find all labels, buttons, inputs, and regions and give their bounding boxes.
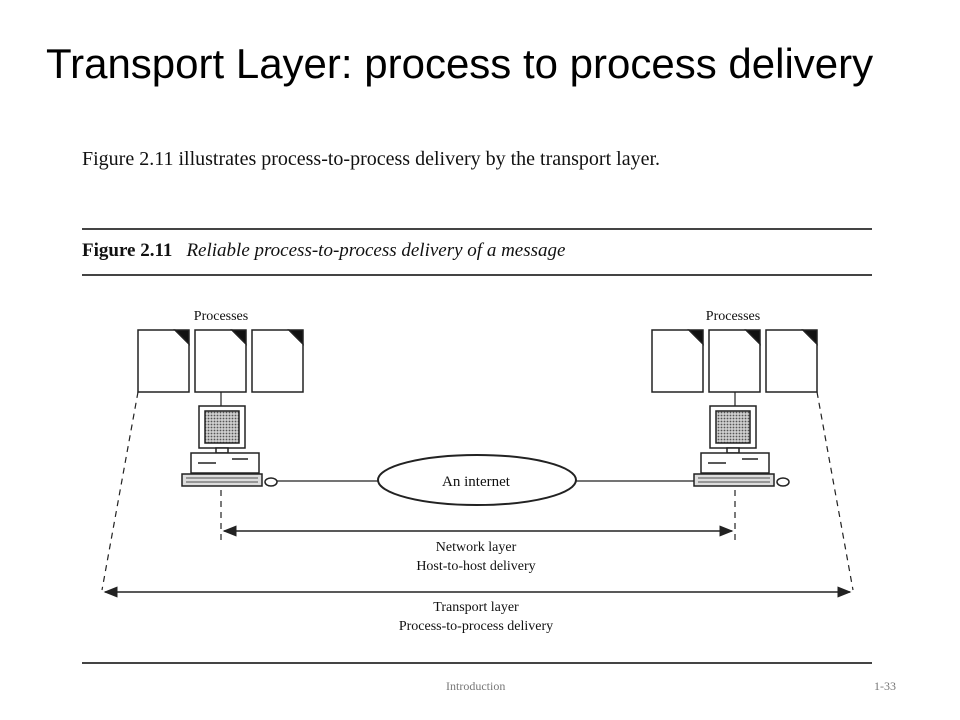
process-document-icon <box>651 329 704 393</box>
left-process-documents <box>137 329 304 393</box>
process-document-icon <box>765 329 818 393</box>
right-processes-label: Processes <box>706 309 760 324</box>
figure-caption-text: Reliable process-to-process delivery of … <box>186 240 566 261</box>
right-computer-icon <box>693 405 790 487</box>
right-process-documents <box>651 329 818 393</box>
process-document-icon <box>708 329 761 393</box>
figure-bottom-rule <box>82 662 872 664</box>
transport-layer-description: Process-to-process delivery <box>399 619 553 634</box>
caption-bottom-rule <box>82 274 872 276</box>
footer-section-label: Introduction <box>446 679 506 693</box>
intro-text: Figure 2.11 illustrates process-to-proce… <box>82 148 660 170</box>
process-document-icon <box>251 329 304 393</box>
process-document-icon <box>137 329 190 393</box>
figure-number: Figure 2.11 <box>82 240 173 261</box>
process-document-icon <box>194 329 247 393</box>
left-computer-icon <box>181 405 278 487</box>
left-processes-label: Processes <box>194 309 248 324</box>
network-layer-description: Host-to-host delivery <box>416 559 535 574</box>
transport-layer-label: Transport layer <box>433 600 519 615</box>
slide-title: Transport Layer: process to process deli… <box>46 40 874 87</box>
internet-cloud-label: An internet <box>442 474 511 490</box>
internet-cloud <box>377 454 577 506</box>
footer-page-number: 1-33 <box>874 679 896 693</box>
network-layer-label: Network layer <box>436 540 517 555</box>
figure-caption: Figure 2.11 Reliable process-to-process d… <box>82 240 565 262</box>
caption-top-rule <box>82 228 872 230</box>
